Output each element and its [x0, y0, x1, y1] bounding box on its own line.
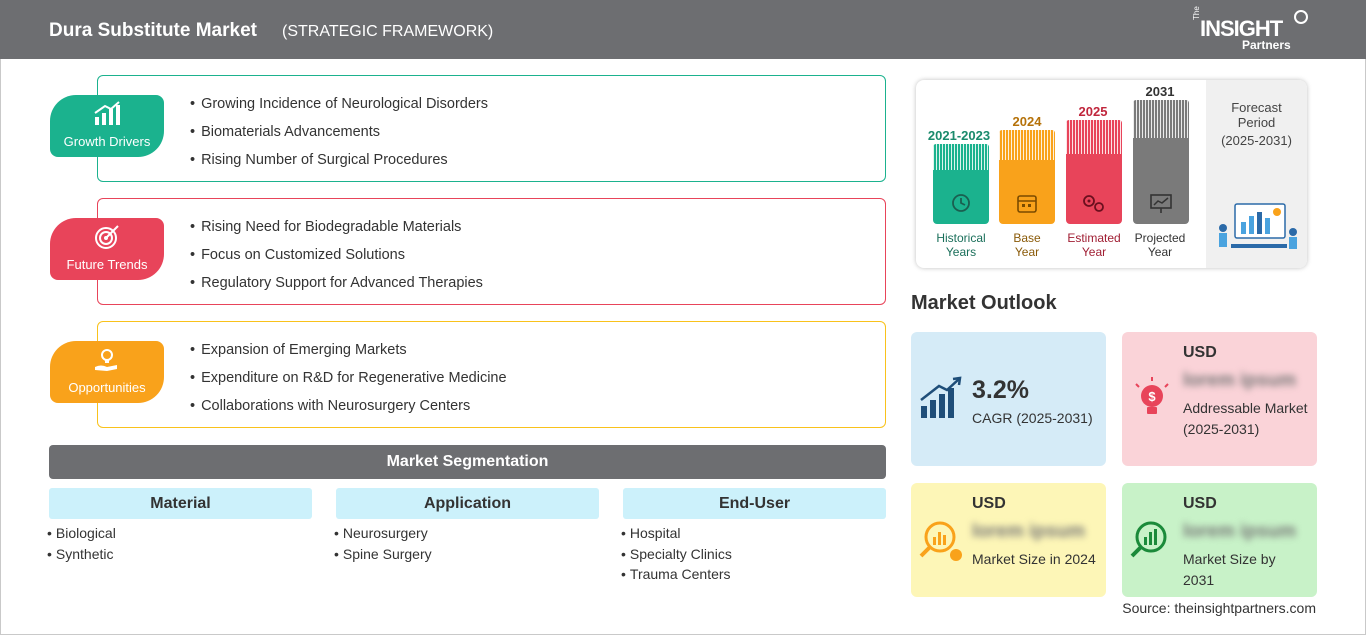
segment-heading-material: Material: [49, 488, 312, 519]
timeline-bar-base: [999, 130, 1055, 224]
segment-item: Hospital: [621, 525, 732, 546]
presentation-board-icon: [1150, 194, 1172, 213]
timeline-bar-projected: [1133, 100, 1189, 224]
future-trends-card: Rising Need for Biodegradable Materials …: [97, 198, 886, 305]
segment-list-end-user: Hospital Specialty Clinics Trauma Center…: [621, 525, 732, 587]
forecast-period-label: Period: [1237, 115, 1276, 130]
market-outlook-title: Market Outlook: [911, 292, 1057, 314]
svg-text:$: $: [1148, 389, 1156, 404]
segment-item: Neurosurgery: [334, 525, 432, 546]
segment-list-application: Neurosurgery Spine Surgery: [334, 525, 432, 566]
opportunities-badge: Opportunities: [50, 341, 164, 403]
growth-driver-item: Growing Incidence of Neurological Disord…: [190, 94, 488, 122]
segment-heading-application: Application: [336, 488, 599, 519]
market-size-2024-box: USD lorem ipsum Market Size in 2024: [911, 483, 1106, 597]
market-segmentation-bar: Market Segmentation: [49, 445, 886, 479]
history-clock-icon: [952, 194, 970, 212]
magnifier-chart-icon: [919, 521, 962, 561]
timeline-label-projected: Projected Year: [1134, 231, 1186, 259]
size-2024-label: Market Size in 2024: [972, 551, 1096, 567]
gears-icon: [1083, 195, 1104, 212]
header-bar: Dura Substitute Market (STRATEGIC FRAMEW…: [0, 0, 1366, 59]
size-2031-value-blurred: lorem ipsum: [1183, 521, 1296, 542]
future-trends-badge: Future Trends: [50, 218, 164, 280]
growth-drivers-card: Growing Incidence of Neurological Disord…: [97, 75, 886, 182]
addressable-label: Addressable Market (2025-2031): [1183, 400, 1308, 437]
timeline-year-historical: 2021-2023: [927, 128, 991, 143]
future-trends-label: Future Trends: [66, 257, 148, 272]
timeline-label-estimated: Estimated Year: [1067, 231, 1121, 259]
growth-drivers-badge: Growth Drivers: [50, 95, 164, 157]
addressable-value-blurred: lorem ipsum: [1183, 370, 1296, 391]
timeline-bar-estimated: [1066, 120, 1122, 224]
market-size-2031-box: USD lorem ipsum Market Size by 2031: [1122, 483, 1317, 597]
magnifier-growth-icon: [1130, 521, 1167, 558]
segment-item: Trauma Centers: [621, 566, 732, 587]
addressable-market-box: $ USD lorem ipsum Addressable Market (20…: [1122, 332, 1317, 466]
growth-chart-icon: [94, 101, 120, 125]
timeline-label-base: Base Year: [1013, 231, 1041, 259]
opportunity-item: Expansion of Emerging Markets: [190, 340, 507, 368]
opportunities-card: Expansion of Emerging Markets Expenditur…: [97, 321, 886, 428]
insight-partners-logo: The INSIGHT Partners: [1192, 6, 1312, 54]
segment-item: Specialty Clinics: [621, 546, 732, 567]
size-2024-value-blurred: lorem ipsum: [972, 521, 1085, 542]
opportunities-label: Opportunities: [68, 380, 146, 395]
size-2024-currency: USD: [972, 495, 1006, 512]
segment-item: Spine Surgery: [334, 546, 432, 567]
growth-driver-item: Rising Number of Surgical Procedures: [190, 150, 488, 178]
growth-drivers-label: Growth Drivers: [63, 134, 151, 149]
segment-heading-end-user: End-User: [623, 488, 886, 519]
growth-driver-item: Biomaterials Advancements: [190, 122, 488, 150]
timeline-year-projected: 2031: [1145, 84, 1175, 99]
forecast-range: (2025-2031): [1221, 133, 1292, 148]
cagr-value: 3.2%: [972, 376, 1029, 404]
cagr-box: 3.2% CAGR (2025-2031): [911, 332, 1106, 466]
growth-arrow-chart-icon: [920, 376, 962, 418]
timeline-year-estimated: 2025: [1078, 104, 1108, 119]
lightbulb-hand-icon: [95, 349, 117, 371]
page-title: Dura Substitute Market: [49, 20, 257, 41]
target-icon: [95, 225, 119, 249]
source-note: Source: theinsightpartners.com: [1122, 600, 1316, 616]
segment-item: Biological: [47, 525, 116, 546]
calendar-icon: [1017, 195, 1037, 213]
forecast-label: Forecast: [1231, 100, 1282, 115]
forecast-period-panel: Forecast Period (2025-2031): [1206, 80, 1307, 268]
size-2031-label: Market Size by 2031: [1183, 551, 1276, 588]
segment-list-material: Biological Synthetic: [47, 525, 116, 566]
page-subtitle: (STRATEGIC FRAMEWORK): [282, 23, 494, 40]
future-trend-item: Focus on Customized Solutions: [190, 245, 483, 273]
dollar-lightbulb-icon: $: [1135, 377, 1169, 414]
timeline-label-historical: Historical Years: [936, 231, 986, 259]
analytics-people-icon: [1219, 203, 1297, 249]
cagr-label: CAGR (2025-2031): [972, 410, 1093, 426]
addressable-currency: USD: [1183, 344, 1217, 361]
segment-item: Synthetic: [47, 546, 116, 567]
opportunity-item: Collaborations with Neurosurgery Centers: [190, 396, 507, 424]
opportunity-item: Expenditure on R&D for Regenerative Medi…: [190, 368, 506, 396]
future-trend-item: Regulatory Support for Advanced Therapie…: [190, 273, 483, 301]
size-2031-currency: USD: [1183, 495, 1217, 512]
future-trend-item: Rising Need for Biodegradable Materials: [190, 217, 483, 245]
timeline-year-base: 2024: [1012, 114, 1042, 129]
